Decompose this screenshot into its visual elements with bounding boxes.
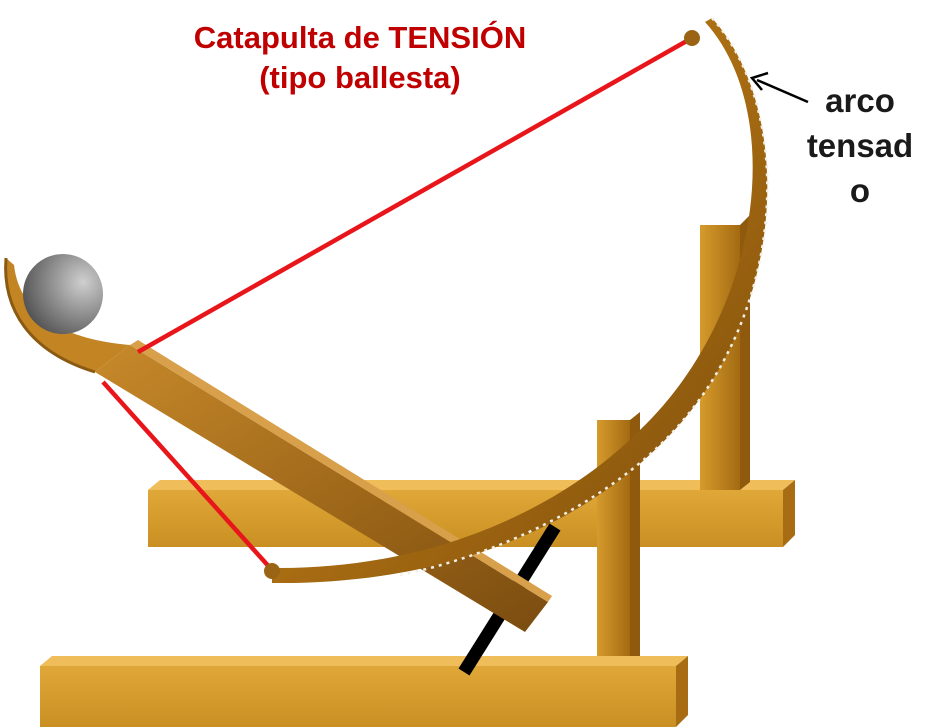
annotation-line-2: tensad — [806, 127, 914, 164]
arm-cup — [4, 257, 130, 374]
tensioned-bow — [264, 17, 769, 584]
annotation-line-3: o — [849, 172, 871, 209]
projectile-ball — [23, 254, 103, 334]
bow-annotation: arco tensad o — [800, 78, 920, 213]
annotation-arrow — [749, 71, 809, 104]
annotation-line-1: arco — [825, 82, 895, 119]
bow-tip-bottom — [264, 563, 280, 579]
diagram-title: Catapulta de TENSIÓN (tipo ballesta) — [150, 18, 570, 98]
bow-tip-top — [684, 30, 700, 46]
bow-string — [101, 36, 694, 572]
title-line-1: Catapulta de TENSIÓN — [193, 20, 527, 55]
lower-beam — [40, 656, 688, 727]
title-line-2: (tipo ballesta) — [259, 60, 461, 95]
